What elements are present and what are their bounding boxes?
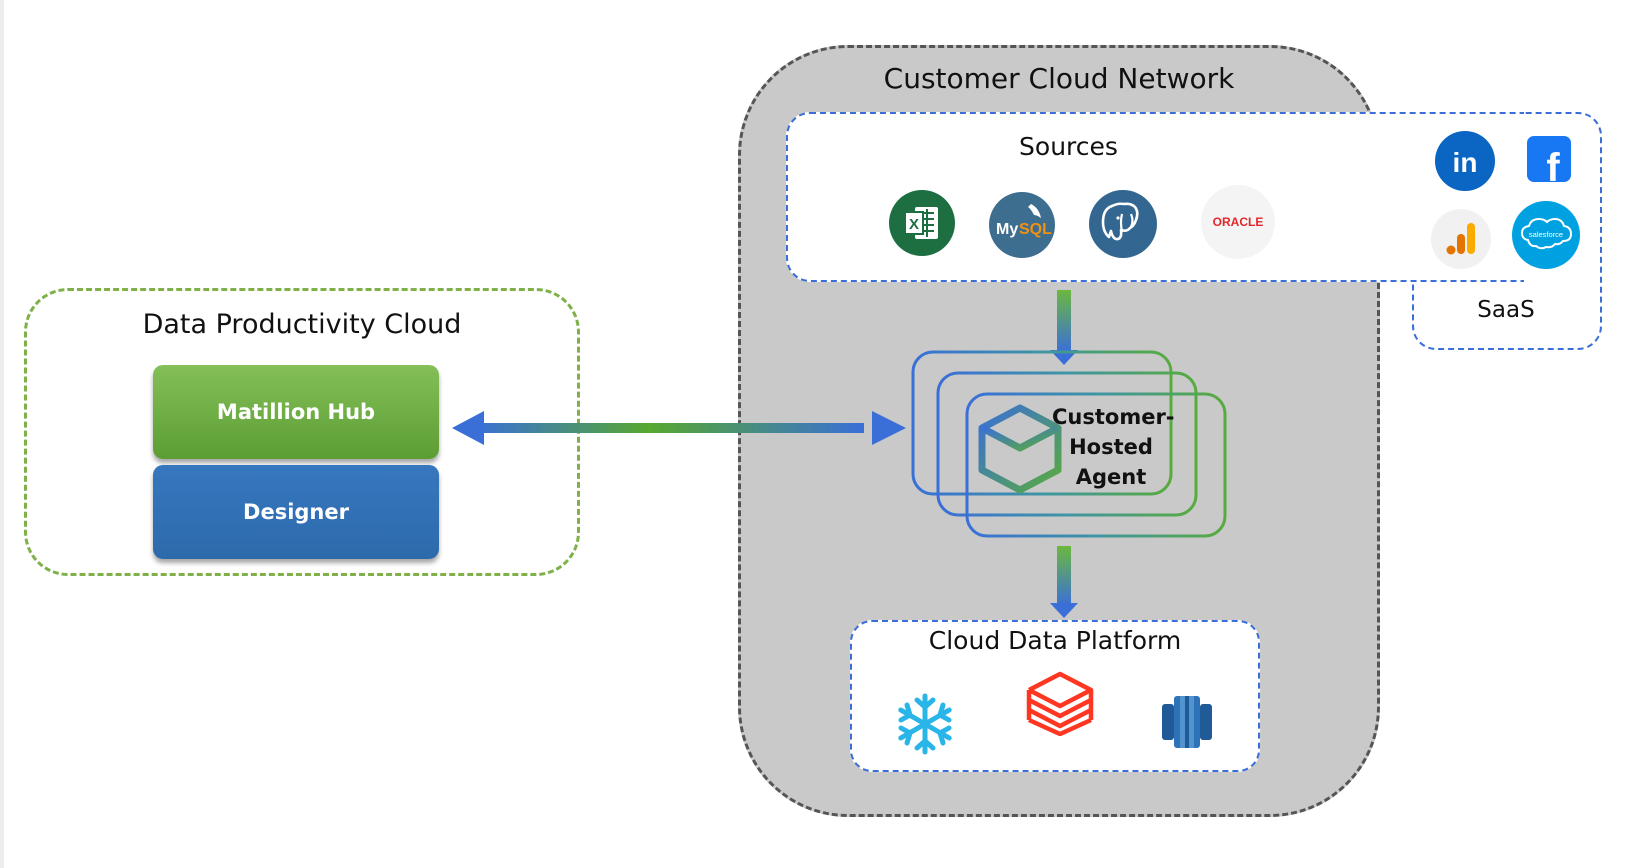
saas-title: SaaS bbox=[1477, 297, 1535, 323]
data-productivity-cloud-box: Data Productivity Cloud Matillion Hub De… bbox=[24, 288, 580, 576]
designer-button[interactable]: Designer bbox=[153, 465, 439, 559]
mysql-text-sql: SQL bbox=[1019, 221, 1052, 238]
customer-cloud-network-title: Customer Cloud Network bbox=[883, 62, 1235, 95]
svg-text:X: X bbox=[909, 216, 919, 233]
page-edge bbox=[0, 0, 4, 868]
facebook-icon: f bbox=[1527, 136, 1571, 183]
linkedin-icon: in bbox=[1435, 131, 1495, 191]
facebook-text: f bbox=[1546, 146, 1560, 183]
agent-label-line-1: Customer- bbox=[1052, 405, 1175, 429]
postgresql-icon bbox=[1089, 190, 1157, 258]
customer-hosted-agent-label: Customer- Hosted Agent bbox=[1052, 402, 1175, 492]
mysql-text-my: My bbox=[996, 221, 1018, 238]
agent-stack bbox=[911, 350, 1227, 538]
agent-frame-back bbox=[911, 350, 1173, 496]
redshift-icon bbox=[1162, 696, 1212, 748]
data-productivity-cloud-title: Data Productivity Cloud bbox=[142, 309, 462, 340]
salesforce-icon: salesforce bbox=[1512, 201, 1580, 269]
linkedin-text: in bbox=[1453, 147, 1478, 178]
agent-frame-middle bbox=[936, 371, 1198, 517]
cube-icon bbox=[978, 404, 1062, 494]
snowflake-icon bbox=[898, 693, 952, 755]
bidirectional-arrow bbox=[452, 411, 906, 445]
agent-to-platform-arrow bbox=[1050, 546, 1078, 618]
agent-label-line-3: Agent bbox=[1075, 465, 1147, 489]
agent-frame-front bbox=[965, 392, 1227, 538]
google-analytics-icon bbox=[1431, 209, 1491, 269]
databricks-icon bbox=[1026, 671, 1094, 736]
oracle-text: ORACLE bbox=[1213, 215, 1264, 229]
sources-title: Sources bbox=[1019, 132, 1118, 161]
mysql-icon: My SQL bbox=[989, 192, 1055, 258]
excel-icon: X bbox=[889, 190, 955, 256]
sources-to-agent-arrow bbox=[1050, 290, 1078, 365]
cloud-data-platform-title: Cloud Data Platform bbox=[928, 626, 1182, 655]
oracle-icon: ORACLE bbox=[1201, 185, 1275, 259]
matillion-hub-button[interactable]: Matillion Hub bbox=[153, 365, 439, 459]
agent-label-line-2: Hosted bbox=[1069, 435, 1153, 459]
salesforce-text: salesforce bbox=[1529, 230, 1563, 239]
